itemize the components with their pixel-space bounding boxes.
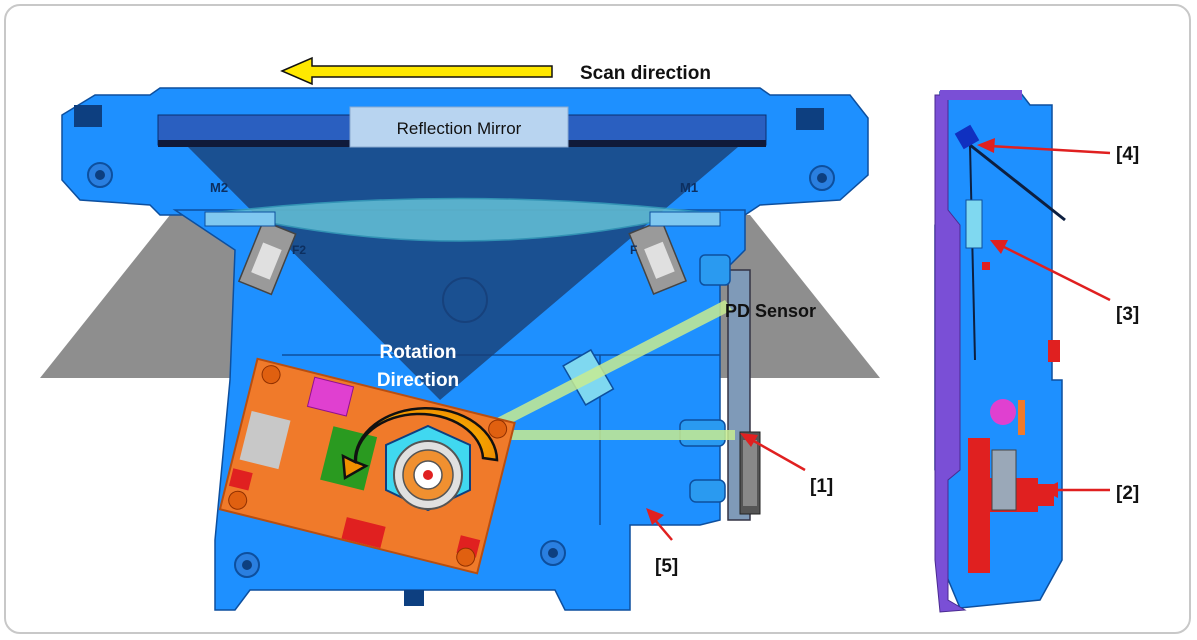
callout-1-line	[751, 438, 806, 472]
rotation-arrow	[341, 407, 499, 481]
bottom-hole-left-inner	[242, 560, 252, 570]
side-view-purple-top	[940, 90, 1022, 100]
pd-connector-stripes	[743, 440, 757, 506]
callout-5-label: [5]	[655, 556, 678, 577]
side-view-lens	[965, 199, 983, 249]
callout-4-line	[989, 144, 1111, 155]
lens-f2-label: F2	[292, 243, 306, 257]
lens-rail-right	[649, 211, 721, 227]
scan-direction-arrow	[280, 56, 553, 86]
side-view-magenta-part	[990, 399, 1016, 425]
pd-sensor-label: PD Sensor	[725, 301, 816, 321]
boss	[689, 479, 726, 503]
lens-holder-left	[237, 219, 297, 296]
side-view-mirror	[954, 124, 980, 150]
reflection-mirror-label-box	[349, 106, 569, 148]
callout-1-label: [1]	[810, 476, 833, 497]
callout-3-line	[1001, 244, 1111, 302]
mirror-m2-label: M2	[210, 180, 228, 195]
callout-4-label: [4]	[1116, 144, 1139, 165]
corner-slot-right	[796, 108, 824, 130]
lens-holder-right	[628, 219, 688, 295]
callout-2-label: [2]	[1116, 483, 1139, 504]
side-view-purple-left	[934, 94, 967, 613]
corner-slot-left	[74, 105, 102, 127]
bottom-tab	[404, 590, 424, 606]
mount-hole-right-inner	[817, 173, 827, 183]
mount-hole-left-inner	[95, 170, 105, 180]
reflection-mirror-label: Reflection Mirror	[397, 119, 522, 138]
laser-beam-lower	[470, 430, 735, 440]
lens-f-label: F	[630, 243, 637, 257]
callout-5-arrowhead	[646, 508, 664, 525]
rotation-label-line2: Direction	[377, 370, 459, 391]
rotation-label-line1: Rotation	[379, 342, 456, 363]
callout-5-line	[654, 519, 673, 541]
callout-3-label: [3]	[1116, 304, 1139, 325]
callout-1-arrowhead	[740, 433, 758, 447]
bottom-hole-right-inner	[548, 548, 558, 558]
laser-beam-upper	[470, 300, 732, 440]
mirror-m1-label: M1	[680, 180, 698, 195]
callout-2-arrowhead	[1042, 482, 1058, 498]
motor-shaft	[423, 470, 433, 480]
side-view-motor	[968, 438, 1054, 573]
side-view-orange-part	[1018, 400, 1025, 435]
callout-4-arrowhead	[977, 138, 995, 153]
side-view-beam-down	[969, 144, 976, 361]
boss	[699, 254, 731, 286]
side-view-red-stub	[1048, 340, 1060, 362]
callout-3-arrowhead	[990, 240, 1008, 254]
side-view-red-mark	[982, 262, 990, 270]
scan-direction-label: Scan direction	[580, 63, 711, 84]
lens-rail-left	[204, 211, 276, 227]
side-view-beam	[969, 143, 1066, 222]
side-view	[934, 90, 1066, 613]
